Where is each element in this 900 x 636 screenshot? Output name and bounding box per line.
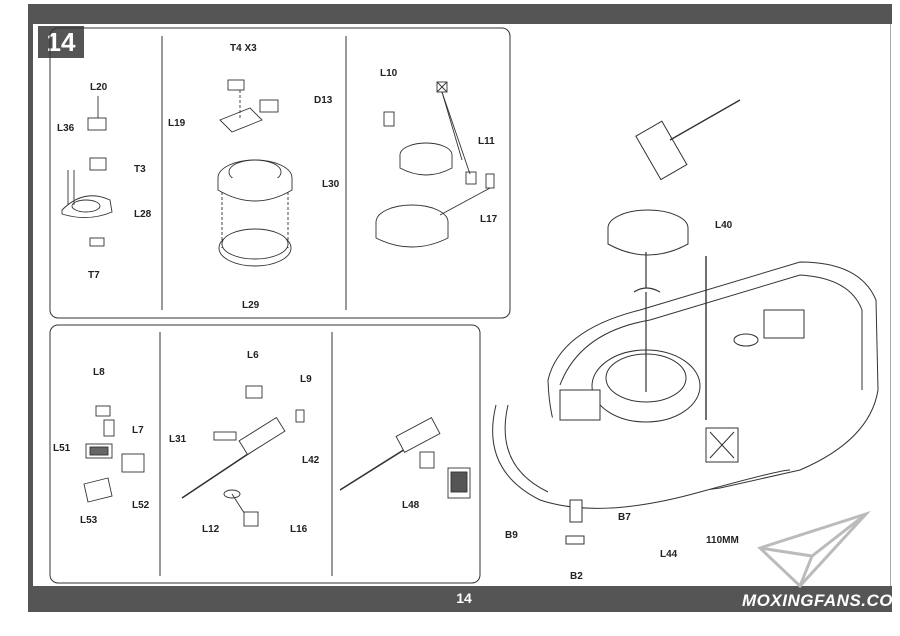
watermark-text: MOXINGFANS.COM (742, 591, 900, 610)
part-label: L42 (302, 455, 320, 466)
hatch-part-drawing (61, 96, 113, 247)
part-label: T4 X3 (230, 43, 257, 54)
assembled-mg-drawing (339, 417, 471, 499)
part-label: L11 (478, 136, 495, 147)
cupola-ring-drawing (217, 79, 293, 267)
part-label: L20 (90, 82, 108, 93)
part-label: L53 (80, 515, 98, 526)
part-label: B7 (618, 512, 631, 523)
part-label: L40 (715, 220, 733, 231)
part-label: B9 (505, 530, 518, 541)
periscope-part-drawing (83, 405, 145, 503)
right-border-line (890, 24, 891, 590)
part-label: L9 (300, 374, 312, 385)
part-label: T3 (134, 164, 146, 175)
part-label: L30 (322, 179, 340, 190)
part-label: L6 (247, 350, 259, 361)
bottom-subassembly-frame (49, 324, 481, 584)
part-label: L36 (57, 123, 75, 134)
bottom-footer-bar (28, 586, 892, 612)
page-number: 14 (456, 590, 472, 606)
part-label: T7 (88, 270, 100, 281)
part-label: L44 (660, 549, 678, 560)
cupola-detail-drawing (375, 81, 495, 248)
part-label: L12 (202, 524, 220, 535)
part-label: L17 (480, 214, 498, 225)
part-label: L52 (132, 500, 150, 511)
part-label: L28 (134, 209, 152, 220)
part-label: D13 (314, 95, 333, 106)
part-label: L7 (132, 425, 144, 436)
part-label: L31 (169, 434, 187, 445)
part-label: L29 (242, 300, 260, 311)
part-label: L8 (93, 367, 105, 378)
part-label: B2 (570, 571, 583, 582)
top-header-bar (28, 4, 892, 24)
part-label: L10 (380, 68, 398, 79)
part-label: 110MM (706, 535, 739, 546)
paper-plane-logo (757, 510, 871, 589)
part-label: L16 (290, 524, 308, 535)
top-subassembly-frame (49, 27, 511, 319)
part-label: L51 (53, 443, 71, 454)
part-label: L48 (402, 500, 420, 511)
left-border-bar (28, 4, 33, 604)
machine-gun-drawing (181, 385, 305, 527)
part-label: L19 (168, 118, 186, 129)
hull-drawing (492, 99, 879, 545)
